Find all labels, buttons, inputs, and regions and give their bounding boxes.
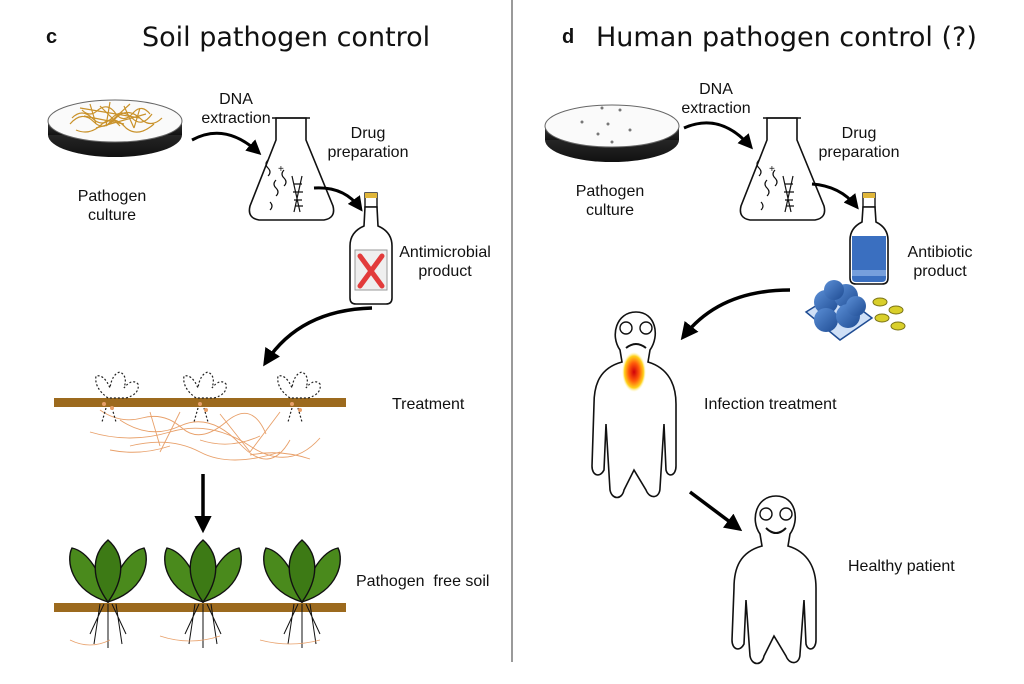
d-arrow-treatment (680, 288, 791, 341)
c-pathogen-culture-label: Pathogen culture (77, 188, 147, 224)
d-arrow-extraction (683, 121, 753, 150)
d-healthy-patient-label: Healthy patient (848, 558, 955, 575)
c-pathogen-free-soil-label: Pathogen free soil (356, 573, 490, 590)
d-drug-preparation-label: Drug preparation (818, 125, 900, 161)
c-antimicrobial-product-label: Antimicrobial product (399, 244, 491, 280)
c-infection-spots (102, 402, 302, 412)
d-infection-treatment-label: Infection treatment (704, 396, 837, 413)
c-flask-icon: + (248, 117, 335, 221)
d-antibiotic-product-label: Antibiotic product (907, 244, 973, 280)
d-antibiotic-bottle-icon (849, 192, 889, 285)
d-dna-extraction-label: DNA extraction (681, 81, 751, 117)
c-arrow-extraction (191, 131, 262, 156)
c-seedlings-dashed (95, 371, 321, 423)
c-dna-extraction-label: DNA extraction (201, 91, 271, 127)
panel-divider (511, 0, 513, 662)
c-arrow-treatment (263, 306, 373, 367)
panel-c-letter: c (46, 26, 58, 48)
d-arrow-preparation (811, 182, 859, 210)
d-arrow-healing (688, 490, 743, 532)
d-petri-dish-icon (544, 104, 680, 162)
c-root-hyphae (89, 409, 321, 461)
c-drug-preparation-label: Drug preparation (327, 125, 409, 161)
d-pills-icon (872, 297, 906, 331)
c-treatment-label: Treatment (392, 396, 465, 413)
panel-d-letter: d (562, 26, 575, 48)
svg-text:+: + (769, 164, 775, 175)
d-pathogen-culture-label: Pathogen culture (575, 183, 645, 219)
panel-d-title: Human pathogen control (?) (596, 22, 977, 53)
d-blister-pack-icon (804, 280, 874, 341)
d-flask-icon: + (739, 117, 826, 221)
c-healthy-plants (69, 539, 341, 648)
svg-text:+: + (278, 164, 284, 175)
d-sick-patient-figure (591, 311, 677, 499)
c-antimicrobial-bottle-icon (349, 192, 393, 305)
c-arrow-preparation (313, 186, 363, 212)
c-petri-dish-icon (47, 99, 183, 157)
c-soil-strip-healthy (54, 603, 346, 612)
d-healthy-patient-figure (731, 495, 817, 665)
panel-c-title: Soil pathogen control (142, 22, 431, 53)
infection-spot-icon (622, 352, 646, 392)
